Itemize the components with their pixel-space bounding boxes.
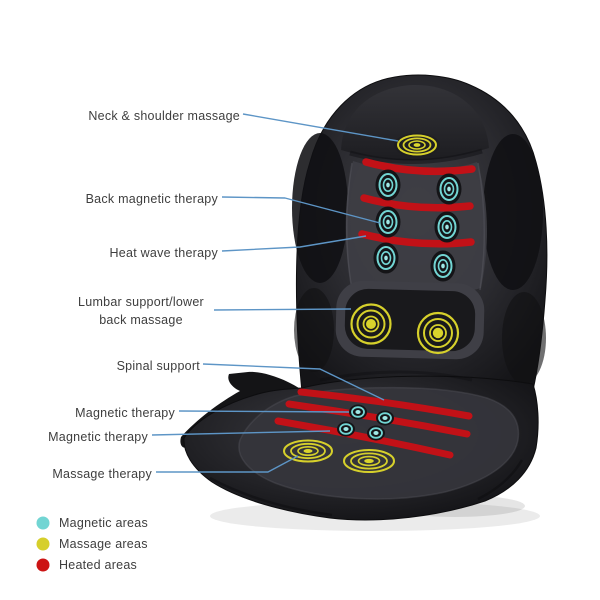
leader-lumbar (213, 308, 352, 311)
legend-item-heated: Heated areas (36, 557, 148, 573)
left-bolster (292, 133, 348, 283)
legend-label-magnetic: Magnetic areas (59, 516, 148, 530)
leader-magnetic-lower (151, 430, 331, 436)
seat-massage-targets (283, 439, 395, 473)
heated-areas-dot-icon (36, 558, 50, 572)
callout-label-magnetic-lower: Magnetic therapy (48, 430, 148, 444)
back-heat-bars (358, 158, 476, 248)
callout-label-neck-shoulder: Neck & shoulder massage (88, 109, 240, 123)
massage-areas-dot-icon (36, 537, 50, 551)
leader-massage (156, 455, 299, 473)
leader-neck-shoulder (242, 113, 399, 142)
lumbar-massage-targets (350, 303, 460, 355)
legend-label-heated: Heated areas (59, 558, 138, 572)
headrest (341, 84, 489, 161)
callout-label-spinal: Spinal support (116, 359, 200, 373)
neck-massage-target (394, 133, 440, 157)
back-center-panel (345, 161, 487, 298)
leader-magnetic-upper (178, 410, 350, 413)
leader-spinal (202, 363, 385, 401)
seat-magnet-dots (337, 404, 394, 441)
leader-back-magnetic (221, 196, 381, 224)
magnetic-areas-dot-icon (36, 516, 50, 530)
callout-label-massage: Massage therapy (52, 467, 152, 481)
legend-label-massage: Massage areas (59, 537, 148, 551)
callout-label-back-magnetic: Back magnetic therapy (85, 192, 218, 206)
callout-label-heat-wave: Heat wave therapy (109, 246, 218, 260)
legend-item-massage: Massage areas (36, 536, 148, 552)
back-magnet-dots (373, 169, 462, 282)
leader-heat-wave (221, 235, 367, 252)
right-bolster (483, 134, 543, 290)
seat (180, 370, 539, 521)
legend: Magnetic areas Massage areas Heated area… (36, 515, 148, 573)
legend-item-magnetic: Magnetic areas (36, 515, 148, 531)
callout-label-lumbar: Lumbar support/lower back massage (78, 295, 204, 328)
leader-lines (151, 113, 399, 473)
callout-label-magnetic-upper: Magnetic therapy (75, 406, 175, 420)
